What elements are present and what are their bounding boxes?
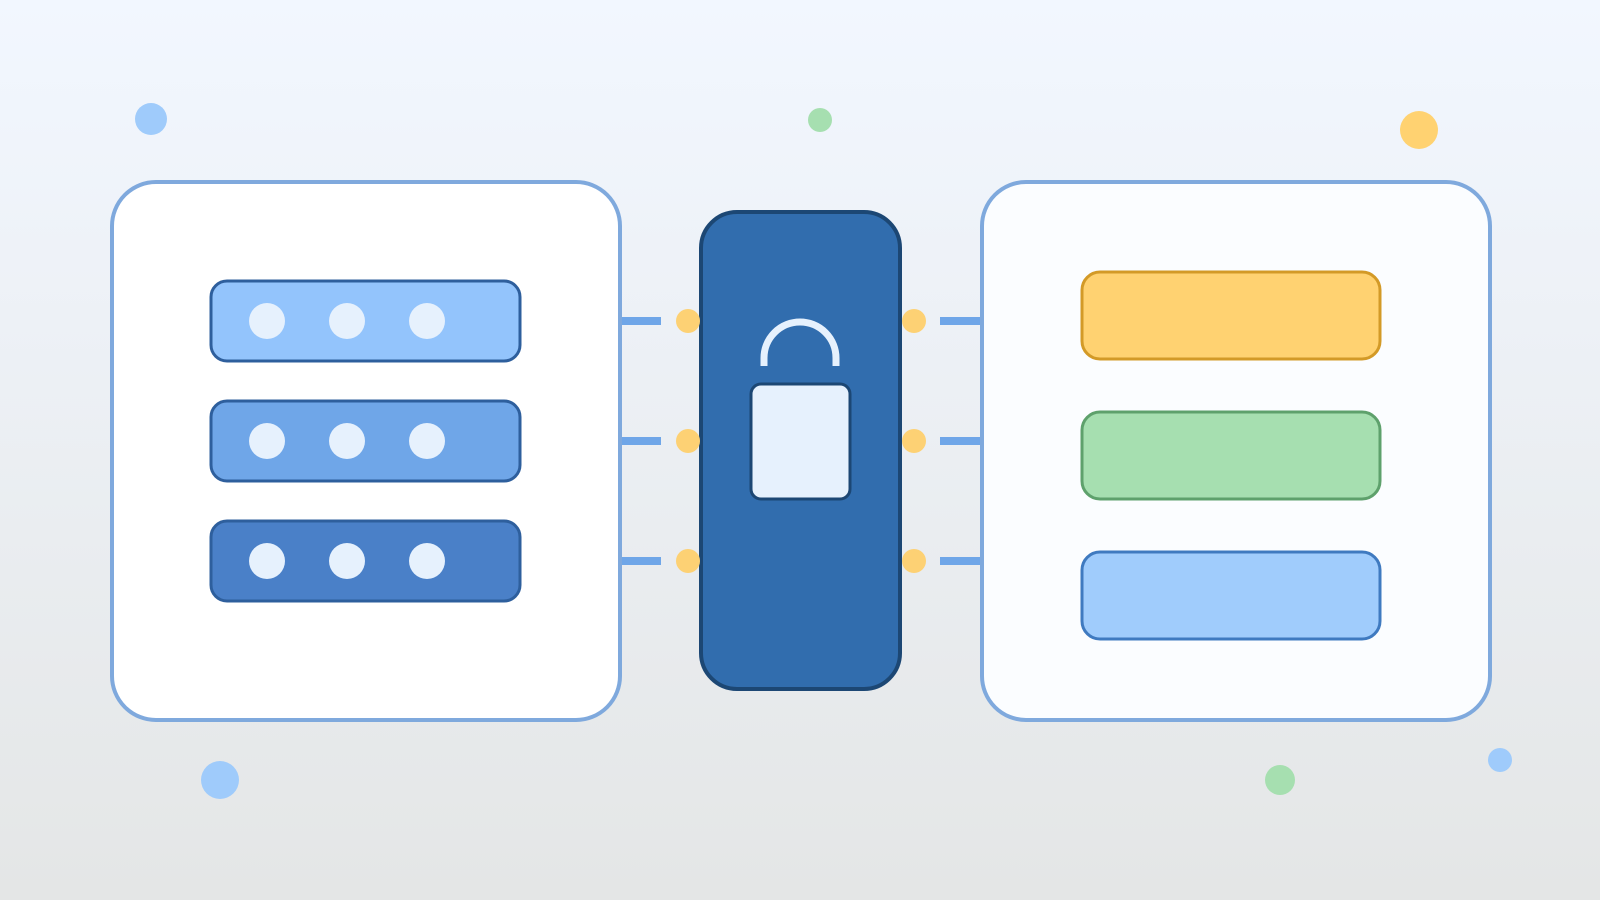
- port-dot: [902, 549, 926, 573]
- status-dot: [329, 423, 365, 459]
- gateway-ports: [676, 309, 926, 573]
- status-dot: [329, 543, 365, 579]
- deco-dot: [808, 108, 832, 132]
- deco-dot: [201, 761, 239, 799]
- deco-dot: [135, 103, 167, 135]
- status-dot: [249, 543, 285, 579]
- status-dot: [249, 423, 285, 459]
- server-row-1: [209, 279, 522, 363]
- padlock-icon: [749, 318, 852, 501]
- server-row-3: [209, 519, 522, 603]
- status-dot: [409, 423, 445, 459]
- port-dot: [676, 309, 700, 333]
- decorative-dots: [135, 103, 1512, 799]
- target-block-1: [1080, 270, 1382, 361]
- status-dot: [329, 303, 365, 339]
- deco-dot: [1400, 111, 1438, 149]
- status-dot: [409, 543, 445, 579]
- port-dot: [676, 549, 700, 573]
- port-dot: [902, 429, 926, 453]
- port-dot: [676, 429, 700, 453]
- deco-dot: [1488, 748, 1512, 772]
- port-dot: [902, 309, 926, 333]
- deco-dot: [1265, 765, 1295, 795]
- server-row-2: [209, 399, 522, 483]
- status-dot: [249, 303, 285, 339]
- target-block-2: [1080, 410, 1382, 501]
- status-dot: [409, 303, 445, 339]
- target-block-3: [1080, 550, 1382, 641]
